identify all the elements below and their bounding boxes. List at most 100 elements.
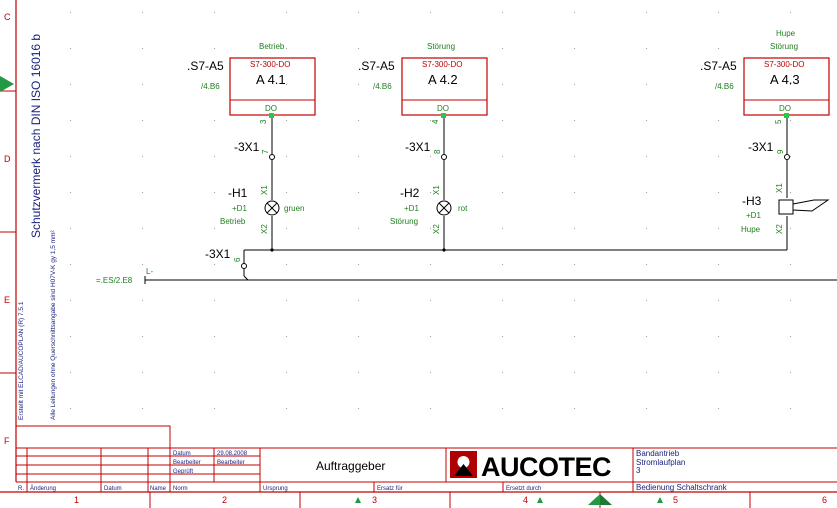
device-connector: X1 [260,185,269,195]
module-function-label: Betrieb [259,42,285,51]
aucotec-logo: AUCOTEC [450,451,612,482]
module-type: S7-300-DO [250,60,290,69]
column-number: 3 [372,495,377,505]
revision-name: Name [150,486,167,492]
module-name: A 4.2 [428,72,458,87]
pin-marker-1 [269,113,274,118]
module-a43[interactable]: Hupe Störung .S7-A5 /4.B6 S7-300-DO A 4.… [700,29,830,116]
replaces-label: Ersatz für [377,486,403,492]
module-a41[interactable]: Betrieb .S7-A5 /4.B6 S7-300-DO A 4.1 DO [187,42,316,116]
revision-date: Datum [104,486,122,492]
column-number: 1 [74,495,79,505]
standard-label: Norm [173,486,188,492]
device-connector: X2 [260,224,269,234]
module-port: DO [265,104,277,113]
device-location: +D1 [232,204,247,213]
editor-label: Bearbeiter [173,460,201,466]
pin-number: 3 [259,119,268,124]
margin-letter-f: F [4,436,10,446]
date-value: 29.08.2008 [217,451,248,457]
margin-arrow-icon [0,76,14,92]
device-function: Hupe [741,225,761,234]
origin-label: Ursprung [263,486,288,492]
terminal-ref: -3X1 [205,247,231,261]
module-a42[interactable]: Störung .S7-A5 /4.B6 S7-300-DO A 4.2 DO [358,42,488,116]
sheet-number: 3 [636,466,641,475]
margin-letter-c: C [4,12,11,22]
module-page-ref: /4.B6 [373,82,392,91]
vertical-wiring-note: Alle Leitungen ohne Querschnittsangabe s… [50,229,57,420]
device-connector: X1 [775,183,784,193]
module-port: DO [437,104,449,113]
module-ref: .S7-A5 [700,59,737,73]
checked-label: Geprüft [173,469,193,475]
supply-label: L- [146,267,153,276]
svg-text:AUCOTEC: AUCOTEC [481,452,611,482]
device-connector: X1 [432,185,441,195]
device-connector: X2 [432,224,441,234]
terminal-pin: 6 [233,257,242,262]
device-ref: -H2 [400,186,420,200]
revision-r: R. [18,486,24,492]
terminal-ref: -3X1 [748,140,774,154]
device-ref: -H3 [742,194,762,208]
wires [144,118,837,284]
module-name: A 4.1 [256,72,286,87]
title-block [15,425,837,508]
device-color: gruen [284,204,304,213]
module-page-ref: /4.B6 [201,82,220,91]
page-arrow-icon[interactable] [537,497,543,503]
module-ref: .S7-A5 [187,59,224,73]
vertical-created-note: Erstellt mit ELCAD/AUCOPLAN (R) 7.5.1 [18,301,25,420]
column-number: 2 [222,495,227,505]
device-function: Betrieb [220,217,246,226]
margin-letter-d: D [4,154,11,164]
terminal-ref: -3X1 [405,140,431,154]
device-location: +D1 [746,211,761,220]
sheet-description: Bedienung Schaltschrank [636,483,728,492]
document-type: Stromlaufplan [636,458,685,467]
supply-ref[interactable]: =.ES/2.E8 [96,276,133,285]
terminal-circle[interactable] [784,154,790,160]
column-number: 6 [822,495,827,505]
device-location: +D1 [404,204,419,213]
terminal-ref: -3X1 [234,140,260,154]
client-field[interactable]: Auftraggeber [316,459,385,473]
horn-h3[interactable]: -H3 +D1 Hupe X1 X2 [741,183,830,234]
pin-number: 4 [431,119,440,124]
device-function: Störung [390,217,418,226]
device-ref: -H1 [228,186,248,200]
page-arrow-icon[interactable] [355,497,361,503]
page-arrow-icon[interactable] [657,497,663,503]
terminal-pin: 9 [776,149,785,154]
terminal-circle[interactable] [269,154,275,160]
revision-change: Änderung [30,485,56,492]
lamp-h2[interactable]: -H2 +D1 Störung rot X1 X2 [390,185,468,234]
module-type: S7-300-DO [422,60,462,69]
module-port: DO [779,104,791,113]
column-number: 4 [523,495,528,505]
terminal-circle[interactable] [241,263,247,269]
terminal-pin: 7 [261,149,270,154]
pin-marker-2 [441,113,446,118]
page-arrow-icon[interactable] [600,494,612,505]
module-name: A 4.3 [770,72,800,87]
vertical-protection-note: Schutzvermerk nach DIN ISO 16016 b [29,34,43,238]
module-ref: .S7-A5 [358,59,395,73]
editor-value: Bearbeiter [217,460,245,466]
column-number: 5 [673,495,678,505]
margin-letter-e: E [4,295,10,305]
horn-icon [778,199,794,215]
module-function-label: Störung [427,42,455,51]
page-arrow-icon[interactable] [588,494,600,505]
dot-grid [70,12,791,409]
pin-marker-3 [784,113,789,118]
module-type: S7-300-DO [764,60,804,69]
lamp-h1[interactable]: -H1 +D1 Betrieb gruen X1 X2 [220,185,304,234]
pin-number: 5 [774,119,783,124]
module-function-label: Störung [770,42,798,51]
module-function-top-label: Hupe [776,29,796,38]
terminal-circle[interactable] [441,154,447,160]
device-color: rot [458,204,468,213]
